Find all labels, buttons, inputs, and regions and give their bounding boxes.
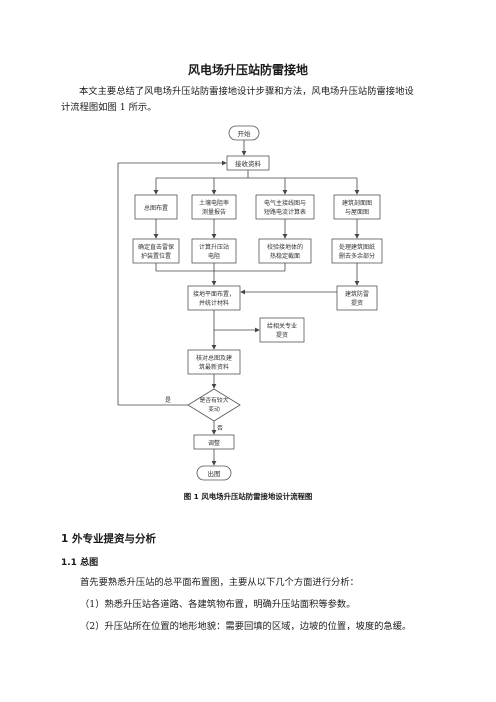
adjust-label: 调整 [208, 439, 220, 447]
decision-label-2: 变动 [208, 405, 220, 413]
soil-resistivity-label-1: 土壤电阻率 [199, 199, 229, 207]
calc-resistance-label-1: 计算升压站 [199, 243, 229, 251]
body-line-2: （1）熟悉升压站各道路、各建筑物布置，明确升压站面积等参数。 [80, 599, 356, 610]
thermal-check-label-2: 热稳定截面 [270, 252, 300, 260]
no-label: 否 [217, 425, 223, 432]
start-label: 开始 [238, 129, 252, 138]
other-discipline-box [259, 317, 305, 343]
grounding-layout-label-1: 接地平面布置， [193, 290, 235, 298]
body-line-1: 首先要熟悉升压站的总平面布置图，主要从以下几个方面进行分析： [80, 577, 359, 588]
building-section-box [333, 194, 381, 220]
other-discipline-label-2: 提资 [276, 331, 288, 339]
grounding-layout-label-2: 并统计材料 [199, 299, 229, 307]
intro-paragraph: 本文主要总结了风电场升压站防雷接地设计步骤和方法，风电场升压站防雷接地设 计流程… [61, 84, 447, 116]
intro-line-2: 计流程图如图 1 所示。 [61, 102, 157, 113]
flowchart: 开始 接收资料 总图布置 土壤电阻率 测量报告 电气主接线图与 短路电流计算表 … [117, 125, 383, 481]
section-heading-1-1: 1.1 总图 [61, 558, 99, 568]
check-latest-label-1: 核对总图及建 [196, 354, 232, 362]
wiring-diagram-label-2: 短路电流计算表 [264, 208, 306, 216]
wiring-diagram-box [255, 194, 315, 220]
building-section-label-1: 建筑剖面图 [342, 199, 372, 207]
building-lightning-label-1: 建筑防雷 [345, 290, 369, 298]
check-latest-label-2: 筑最新资料 [199, 363, 229, 371]
section-heading-1: 1 外专业提资与分析 [61, 533, 156, 545]
process-drawings-label-1: 处理建筑图纸 [339, 243, 375, 251]
wiring-diagram-label-1: 电气主接线图与 [264, 199, 306, 207]
yes-label: 是 [165, 397, 171, 404]
building-lightning-box [336, 285, 378, 311]
thermal-check-label-1: 校验接地体的 [267, 243, 303, 251]
soil-resistivity-label-2: 测量报告 [202, 208, 226, 216]
intro-line-1: 本文主要总结了风电场升压站防雷接地设计步骤和方法，风电场升压站防雷接地设 [79, 86, 414, 97]
end-label: 出图 [208, 469, 221, 478]
lightning-protection-label-1: 确定直击雷保 [138, 243, 174, 251]
process-drawings-label-2: 删去多余部分 [339, 252, 375, 260]
site-layout-box [134, 194, 178, 220]
soil-resistivity-box [191, 194, 237, 220]
body-line-3: （2）升压站所在位置的地形地貌：需要回填的区域，边坡的位置，坡度的急缓。 [80, 621, 412, 632]
lightning-protection-label-2: 护装置位置 [141, 252, 171, 260]
building-section-label-2: 与屋面图 [345, 208, 369, 216]
figure-caption: 图 1 风电场升压站防雷接地设计流程图 [183, 492, 313, 501]
grounding-layout-box [187, 285, 241, 311]
building-lightning-label-2: 提资 [351, 299, 363, 307]
thermal-check-box [258, 238, 312, 264]
site-layout-label: 总图布置 [144, 204, 168, 212]
process-drawings-box [331, 238, 383, 264]
other-discipline-label-1: 给相关专业 [267, 322, 297, 330]
calc-resistance-label-2: 电阻 [208, 252, 220, 260]
decision-diamond [187, 388, 241, 422]
document-title: 风电场升压站防雷接地 [187, 63, 308, 77]
receive-data-label: 接收资料 [235, 159, 262, 168]
decision-label-1: 是否有较大 [200, 396, 229, 404]
end-terminal [196, 465, 232, 481]
